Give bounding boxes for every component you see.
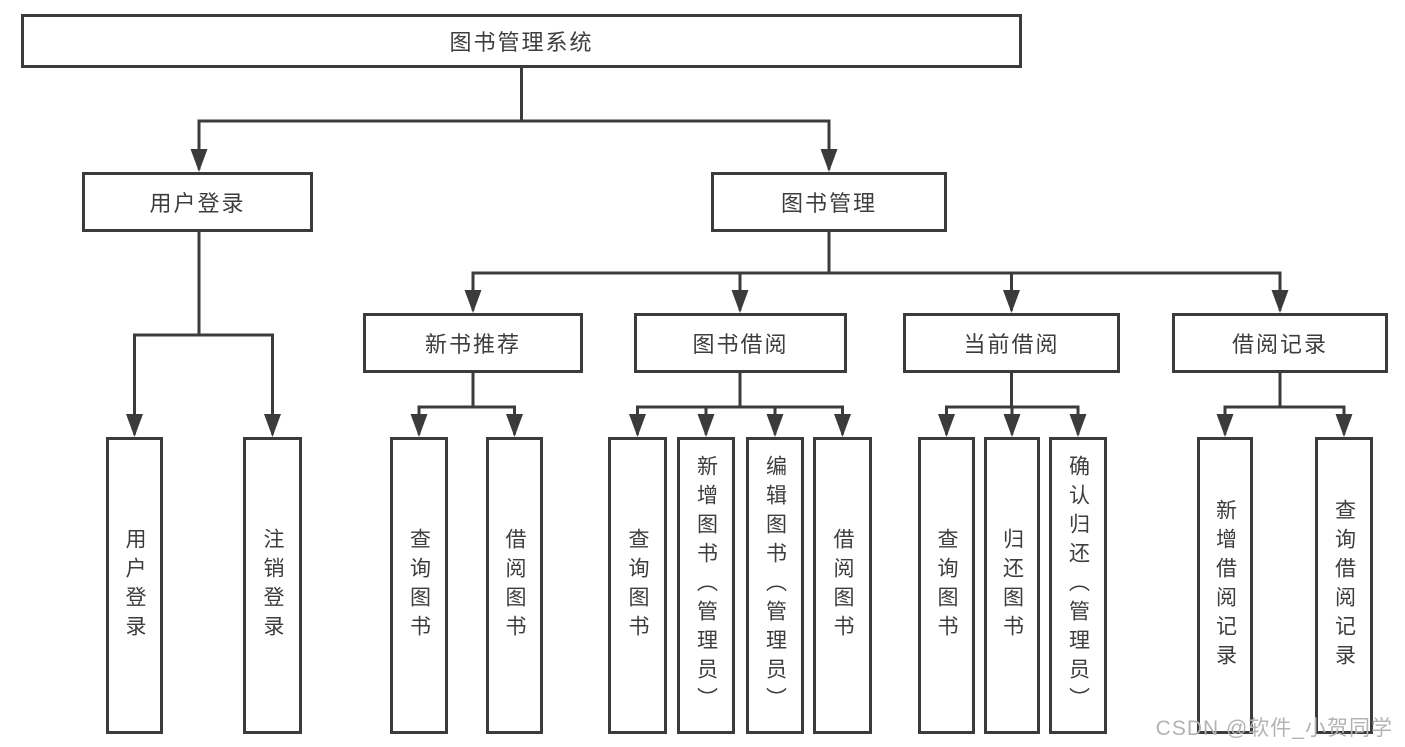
arrow-down-icon	[1003, 290, 1020, 313]
arrow-down-icon	[126, 414, 143, 437]
arrow-down-icon	[938, 414, 955, 437]
leaf-query-books-current: 查询图书	[918, 437, 975, 734]
leaf-borrow-books-recommend: 借阅图书	[486, 437, 543, 734]
arrow-down-icon	[820, 149, 838, 172]
arrow-down-icon	[1335, 414, 1353, 437]
node-book-borrow: 图书借阅	[634, 313, 847, 373]
arrow-down-icon	[264, 414, 281, 437]
arrow-down-icon	[1003, 414, 1021, 437]
leaf-query-borrow-record: 查询借阅记录	[1315, 437, 1373, 734]
node-current-borrow: 当前借阅	[903, 313, 1120, 373]
leaf-return-books: 归还图书	[984, 437, 1040, 734]
leaf-query-books-recommend: 查询图书	[390, 437, 448, 734]
arrow-down-icon	[506, 414, 523, 437]
leaf-query-books-borrow: 查询图书	[608, 437, 667, 734]
node-borrow-records: 借阅记录	[1172, 313, 1388, 373]
arrow-down-icon	[1271, 290, 1289, 313]
leaf-user-login: 用户登录	[106, 437, 163, 734]
node-book-management: 图书管理	[711, 172, 947, 232]
arrow-down-icon	[190, 149, 208, 172]
connector-root-to-level2	[197, 66, 831, 170]
connector-user-login-to-leaves	[133, 230, 274, 435]
leaf-logout-login: 注销登录	[243, 437, 302, 734]
arrow-down-icon	[1069, 414, 1087, 437]
arrow-down-icon	[410, 414, 428, 437]
leaf-add-borrow-record: 新增借阅记录	[1197, 437, 1253, 734]
arrow-down-icon	[731, 290, 749, 313]
leaf-confirm-return-admin: 确认归还（管理员）	[1049, 437, 1107, 734]
arrow-down-icon	[1216, 414, 1234, 437]
arrow-down-icon	[629, 414, 646, 437]
arrow-down-icon	[834, 414, 851, 437]
connector-new-recommend-to-leaves	[417, 371, 516, 435]
node-user-login: 用户登录	[82, 172, 313, 232]
watermark: CSDN @软件_小贺同学	[1155, 717, 1393, 740]
node-root-system: 图书管理系统	[21, 14, 1022, 68]
arrow-down-icon	[464, 290, 482, 313]
leaf-edit-book-admin: 编辑图书（管理员）	[746, 437, 804, 734]
arrow-down-icon	[697, 414, 715, 437]
connector-book-mgmt-to-level3	[471, 230, 1282, 311]
node-new-book-recommend: 新书推荐	[363, 313, 583, 373]
arrow-down-icon	[766, 414, 784, 437]
leaf-add-book-admin: 新增图书（管理员）	[677, 437, 735, 734]
leaf-borrow-books-borrow: 借阅图书	[813, 437, 872, 734]
connector-borrow-records-to-leaves	[1223, 371, 1346, 435]
connector-book-borrow-to-leaves	[636, 371, 844, 435]
